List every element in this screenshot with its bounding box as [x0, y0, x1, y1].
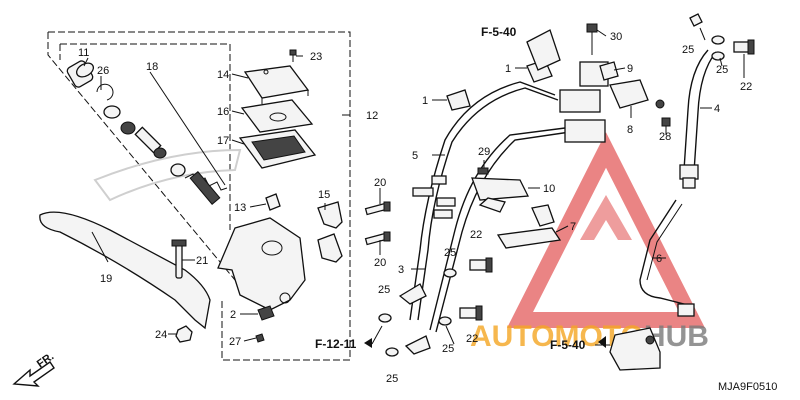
- callout-19: 19: [100, 273, 112, 285]
- callout-24: 24: [155, 329, 167, 341]
- callout-6: 6: [656, 253, 662, 265]
- lower-right-fitting: [609, 303, 695, 371]
- callout-23: 23: [310, 51, 322, 63]
- washer-25-a: [443, 268, 457, 278]
- part-5-brake-hose: [409, 81, 559, 321]
- callout-12: 12: [366, 110, 378, 122]
- part-19-brake-lever: [39, 211, 211, 330]
- callout-27: 27: [229, 336, 241, 348]
- callout-15: 15: [318, 189, 330, 201]
- callout-1b: 1: [422, 95, 428, 107]
- part-1-clamps: [446, 59, 553, 111]
- washer-25-top-b: [711, 51, 725, 61]
- callout-20b: 20: [374, 257, 386, 269]
- part-18-piston-set: [103, 105, 228, 205]
- part-2-switch: [257, 305, 275, 321]
- callout-26: 26: [97, 65, 109, 77]
- diagram-code: MJA9F0510: [718, 381, 777, 393]
- callout-5: 5: [412, 150, 418, 162]
- callout-11: 11: [78, 47, 89, 59]
- callout-10: 10: [543, 183, 555, 195]
- part-27-screw: [255, 333, 265, 343]
- leader-lines: [83, 27, 745, 346]
- part-23-screw: [289, 49, 297, 62]
- part-7-bracket: [496, 227, 562, 249]
- part-26-circlip: [96, 83, 114, 101]
- part-22-bolt-top: [733, 39, 755, 55]
- callout-20a: 20: [374, 177, 386, 189]
- callout-3: 3: [398, 264, 404, 276]
- master-cylinder-body: [217, 217, 306, 311]
- ref-arrow-f1211: [364, 338, 372, 348]
- callout-25-low: 25: [442, 343, 454, 355]
- callout-17: 17: [217, 135, 229, 147]
- ref-f-12-11[interactable]: F-12-11: [315, 337, 357, 351]
- part-30-bolt: [586, 23, 598, 55]
- callout-28: 28: [659, 131, 671, 143]
- callout-22-low: 22: [466, 333, 478, 345]
- part-17-diaphragm: [238, 129, 317, 169]
- callout-22-mid: 22: [470, 229, 482, 241]
- washer-25-top: [711, 35, 725, 45]
- part-13-clip: [265, 193, 281, 211]
- washer-25-d: [385, 347, 399, 357]
- assembly-frame-inner: [60, 43, 231, 230]
- part-22-bolt-center: [459, 257, 493, 321]
- part-24-nut: [175, 325, 193, 343]
- callout-22-top: 22: [740, 81, 752, 93]
- part-9-bracket: [599, 61, 619, 81]
- front-arrow: FR.: [12, 350, 56, 387]
- part-21-pivot-bolt: [171, 239, 187, 279]
- part-10-bracket: [471, 177, 530, 201]
- ref-f-5-40-top[interactable]: F-5-40: [481, 25, 517, 39]
- callout-18: 18: [146, 61, 158, 73]
- part-20-bolts: [364, 201, 391, 246]
- callout-14: 14: [217, 69, 229, 81]
- assembly-frame-left: [47, 32, 236, 281]
- part-4-brake-hose: [679, 49, 717, 189]
- part-8-bracket: [609, 79, 649, 109]
- callout-7: 7: [570, 221, 576, 233]
- callout-16: 16: [217, 106, 229, 118]
- part-16-diaphragm-plate: [240, 99, 314, 133]
- callout-25-mid: 25: [444, 247, 456, 259]
- ref-f-5-40-bottom[interactable]: F-5-40: [550, 338, 586, 352]
- svg-text:AUTOMOTOHUB: AUTOMOTOHUB: [470, 320, 709, 353]
- part-11-boot: [66, 60, 95, 88]
- callout-25-bottom: 25: [386, 373, 398, 385]
- callout-9: 9: [627, 63, 633, 75]
- part-15-holder: [317, 201, 343, 263]
- assembly-frame: [48, 31, 351, 361]
- callout-29: 29: [478, 146, 490, 158]
- callout-2: 2: [230, 309, 236, 321]
- callout-25-top-a: 25: [682, 44, 694, 56]
- callout-4: 4: [714, 103, 720, 115]
- hose-joint-block: [559, 61, 609, 143]
- ref-arrow-bottom: [598, 336, 606, 348]
- callout-21: 21: [196, 255, 208, 267]
- callout-25-top-b: 25: [716, 64, 728, 76]
- callout-1a: 1: [505, 63, 511, 75]
- washer-25-c: [378, 313, 392, 323]
- clamp-bracket: [526, 29, 561, 71]
- callout-labels: 11 26 18 14 16 17 13 12 23 15 20 20 21 1…: [78, 31, 752, 385]
- part-29-bolt: [477, 167, 489, 175]
- wing-watermark: [93, 148, 242, 202]
- part-6-brake-pipe: [639, 199, 689, 306]
- callout-13: 13: [234, 202, 246, 214]
- part-14-reservoir-cap: [243, 65, 310, 104]
- part-28-bolt: [661, 117, 671, 135]
- callout-8: 8: [627, 124, 633, 136]
- callout-25-left: 25: [378, 284, 390, 296]
- washer-25-b: [438, 316, 452, 326]
- callout-30: 30: [610, 31, 622, 43]
